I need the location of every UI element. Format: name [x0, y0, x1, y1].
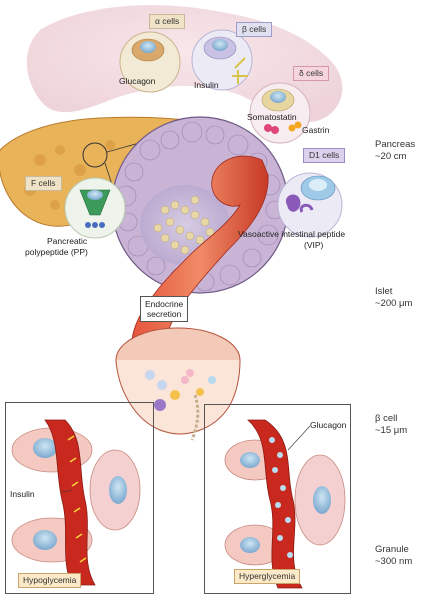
- scale-islet: Islet ~200 μm: [375, 286, 412, 310]
- panel-insulin-label: Insulin: [10, 489, 35, 499]
- d1-cell-bubble: [277, 172, 343, 238]
- scale-granule: Granule ~300 nm: [375, 544, 412, 568]
- beta-cell-bubble: [191, 29, 253, 91]
- scale-beta-cell: β cell ~15 μm: [375, 413, 407, 437]
- f-cell-bubble: [64, 177, 126, 239]
- scale-beta-cell-name: β cell: [375, 413, 398, 424]
- islet-highlight-circle: [82, 142, 108, 168]
- scale-granule-size: ~300 nm: [375, 556, 413, 567]
- panel-glucagon-label: Glucagon: [310, 420, 347, 430]
- hyperglycemia-label: Hyperglycemia: [234, 569, 301, 584]
- hypoglycemia-panel: [5, 402, 154, 594]
- hyperglycemia-panel: [204, 404, 351, 594]
- f-cells-tag: F cells: [25, 176, 62, 191]
- secretion-granules: [145, 369, 216, 411]
- somatostatin-label: Somatostatin: [247, 112, 297, 122]
- alpha-cells-tag: α cells: [149, 14, 186, 29]
- pp-label-line1: Pancreatic: [47, 236, 88, 246]
- vip-label-line2: (VIP): [304, 240, 324, 250]
- vip-label-line1: Vasoactive intestinal peptide: [238, 229, 346, 239]
- d1-cells-tag: D1 cells: [303, 148, 346, 163]
- hypoglycemia-illustration: [11, 419, 141, 586]
- insulin-label: Insulin: [194, 80, 219, 90]
- beta-cells-tag: β cells: [236, 22, 273, 37]
- hypoglycemia-label: Hypoglycemia: [18, 573, 82, 588]
- delta-cell-bubble: [249, 82, 311, 144]
- hyperglycemia-illustration: [224, 419, 346, 589]
- pp-label-line2: polypeptide (PP): [25, 247, 88, 257]
- scale-pancreas-size: ~20 cm: [375, 151, 407, 162]
- islet-cells: [153, 195, 215, 255]
- glucagon-label: Glucagon: [119, 76, 156, 86]
- scale-islet-name: Islet: [375, 286, 393, 297]
- scale-beta-cell-size: ~15 μm: [375, 425, 408, 436]
- alpha-cell-bubble: [119, 31, 181, 93]
- endocrine-secretion-box: Endocrine secretion: [140, 296, 189, 322]
- scale-pancreas-name: Pancreas: [375, 139, 416, 150]
- endocrine-secretion-line2: secretion: [146, 309, 182, 319]
- gastrin-label: Gastrin: [302, 125, 330, 135]
- delta-cells-tag: δ cells: [293, 66, 330, 81]
- scale-granule-name: Granule: [375, 544, 409, 555]
- scale-islet-size: ~200 μm: [375, 298, 413, 309]
- scale-pancreas: Pancreas ~20 cm: [375, 139, 415, 163]
- endocrine-secretion-line1: Endocrine: [145, 299, 184, 309]
